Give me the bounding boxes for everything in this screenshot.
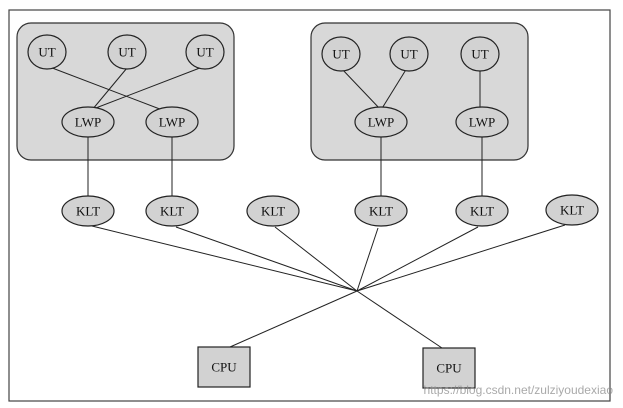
ut-node [460,36,500,72]
edge-klt-hub [356,227,379,292]
lwp-node [61,106,115,138]
edge-klt-hub [175,226,358,292]
edge-ut-lwp [87,65,206,112]
klt-node [545,194,599,226]
ut-label: UT [196,45,213,60]
edge-hub-cpu [356,290,443,349]
cpu-label: CPU [211,360,237,375]
klt-node [145,195,199,227]
ut-node [27,34,67,70]
edge-hub-cpu [229,290,358,348]
lwp-label: LWP [159,115,185,130]
edge-ut-lwp [91,67,128,111]
lwp-node [354,106,408,138]
ut-node [389,36,429,72]
klt-label: KLT [261,204,285,219]
lwp-node [145,106,199,138]
cpu-label: CPU [436,361,462,376]
klt-label: KLT [560,203,584,218]
lwp-label: LWP [469,115,495,130]
klt-node [354,195,408,227]
edge-ut-lwp [380,67,408,111]
lwp-label: LWP [368,115,394,130]
ut-node [185,34,225,70]
cpu-box [422,347,476,389]
edge-klt-hub [91,225,358,292]
ut-label: UT [118,45,135,60]
klt-label: KLT [76,204,100,219]
klt-node [61,195,115,227]
ut-label: UT [471,47,488,62]
ut-label: UT [400,47,417,62]
edge-ut-lwp [340,67,382,111]
klt-node [246,195,300,227]
ut-label: UT [38,45,55,60]
edge-klt-hub [274,226,358,292]
watermark-text: https://blog.csdn.net/zulziyoudexiao [423,383,613,397]
ut-label: UT [332,47,349,62]
klt-label: KLT [160,204,184,219]
klt-node [455,195,509,227]
lwp-node [455,106,509,138]
klt-label: KLT [369,204,393,219]
edge-klt-hub [356,226,479,292]
ut-node [321,36,361,72]
lwp-label: LWP [75,115,101,130]
edge-klt-hub [356,224,566,292]
cpu-box [197,346,251,388]
ut-node [107,34,147,70]
klt-label: KLT [470,204,494,219]
edge-ut-lwp [46,65,166,112]
